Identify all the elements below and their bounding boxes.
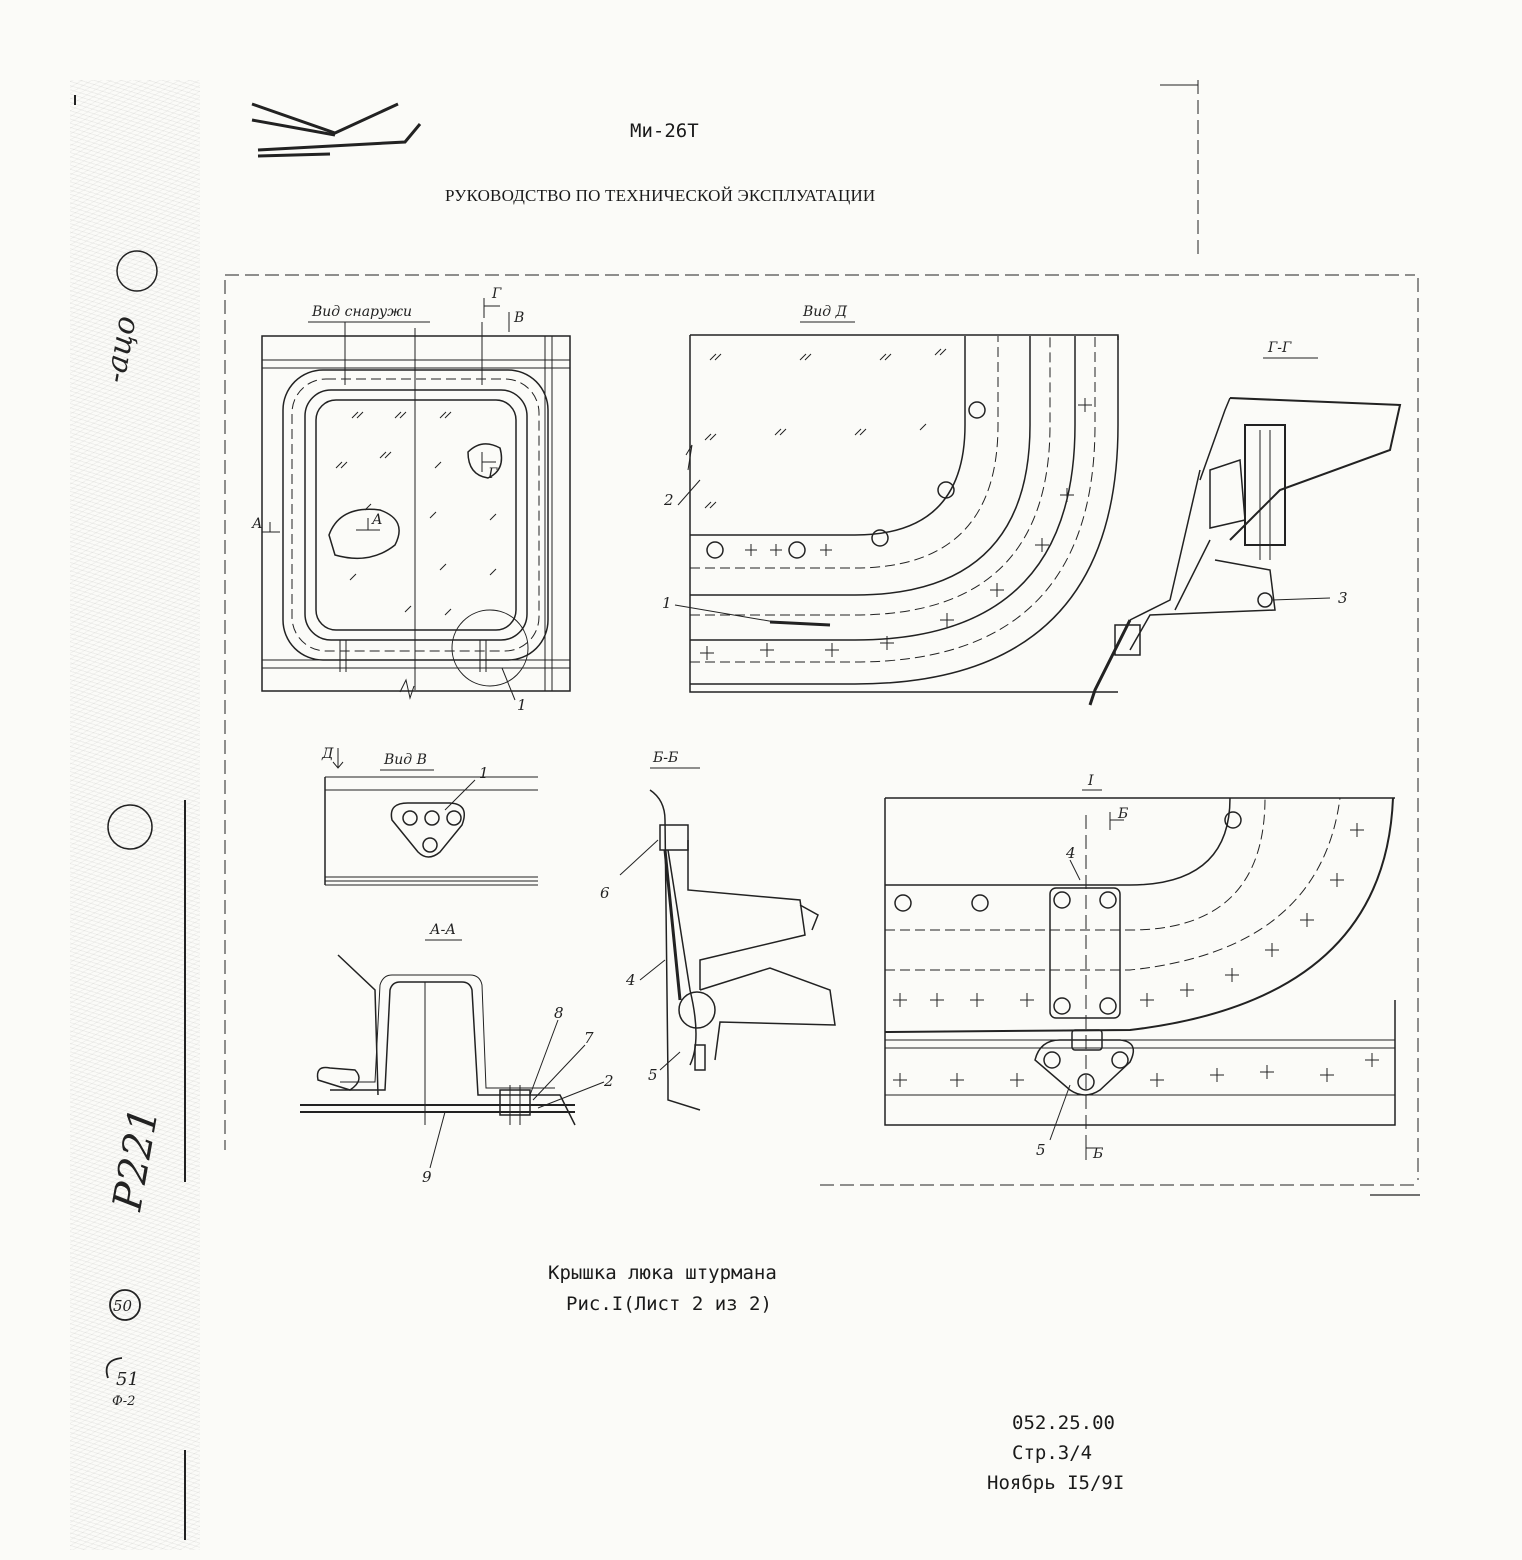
detail-i: I 4 5 Б Б [884, 773, 1396, 1162]
view-outside: Вид снаружи Г А А Г В 1 [251, 286, 571, 714]
margin-stamp: Ф-2 [112, 1394, 135, 1409]
marker-v-top: В [513, 310, 524, 326]
margin-handwritten-b: -ацо [97, 313, 143, 385]
section-aa-label: А-А [429, 922, 456, 938]
callout-4-detail: 4 [1065, 844, 1076, 862]
marker-b-bottom: Б [1092, 1146, 1103, 1162]
marker-g-top: Г [491, 286, 502, 302]
view-d-label: Вид Д [802, 304, 848, 320]
manufacturer-logo [251, 102, 422, 158]
callout-6: 6 [600, 884, 610, 902]
view-outside-label: Вид снаружи [311, 304, 412, 320]
section-bb: Б-Б 6 4 5 [600, 750, 836, 1111]
section-aa: А-А 8 7 2 9 [300, 922, 614, 1186]
callout-9: 9 [422, 1168, 432, 1186]
document-title: РУКОВОДСТВО ПО ТЕХНИЧЕСКОЙ ЭКСПЛУАТАЦИИ [445, 186, 876, 205]
document-model: Ми-26Т [630, 120, 699, 142]
margin-handwritten-a: P221 [104, 1104, 167, 1215]
marker-a-left: А [251, 516, 263, 532]
callout-2-view-d: 2 [663, 491, 674, 509]
figure-caption-number: Рис.I(Лист 2 из 2) [566, 1293, 772, 1315]
detail-i-label: I [1087, 773, 1094, 789]
section-bb-label: Б-Б [652, 750, 678, 766]
callout-8: 8 [554, 1004, 564, 1022]
callout-1-view-d: 1 [662, 594, 672, 612]
margin-number-a: 50 [113, 1297, 133, 1315]
callout-3: 3 [1338, 589, 1348, 607]
callout-2-aa: 2 [603, 1072, 614, 1090]
document-date: Ноябрь I5/9I [987, 1472, 1125, 1494]
margin-number-b: 51 [116, 1369, 139, 1390]
drawing-frame [224, 80, 1419, 1186]
callout-5-detail: 5 [1036, 1141, 1046, 1159]
document-code: 052.25.00 [1012, 1412, 1115, 1434]
margin-marks: 50 51 Ф-2 P221 -ацо [74, 95, 186, 1540]
view-v-label: Вид В [383, 752, 427, 768]
callout-1-view-v: 1 [479, 764, 489, 782]
section-gg-label: Г-Г [1267, 340, 1292, 356]
document-page: Стр.3/4 [1012, 1442, 1093, 1464]
marker-d: Д [321, 746, 334, 762]
view-d: Вид Д 2 1 [662, 304, 1119, 693]
callout-7: 7 [584, 1029, 594, 1047]
section-gg: Г-Г 3 [1088, 340, 1402, 706]
view-v: Вид В Д 1 [321, 746, 538, 886]
callout-1-outside: 1 [517, 696, 527, 714]
callout-4-bb: 4 [625, 971, 636, 989]
callout-5-bb: 5 [648, 1066, 658, 1084]
scan-margin-texture [70, 80, 200, 1550]
marker-a-inner: А [371, 512, 383, 528]
marker-b-top: Б [1117, 806, 1128, 822]
marker-g-inner: Г [487, 466, 498, 482]
figure-caption-title: Крышка люка штурмана [548, 1262, 777, 1284]
